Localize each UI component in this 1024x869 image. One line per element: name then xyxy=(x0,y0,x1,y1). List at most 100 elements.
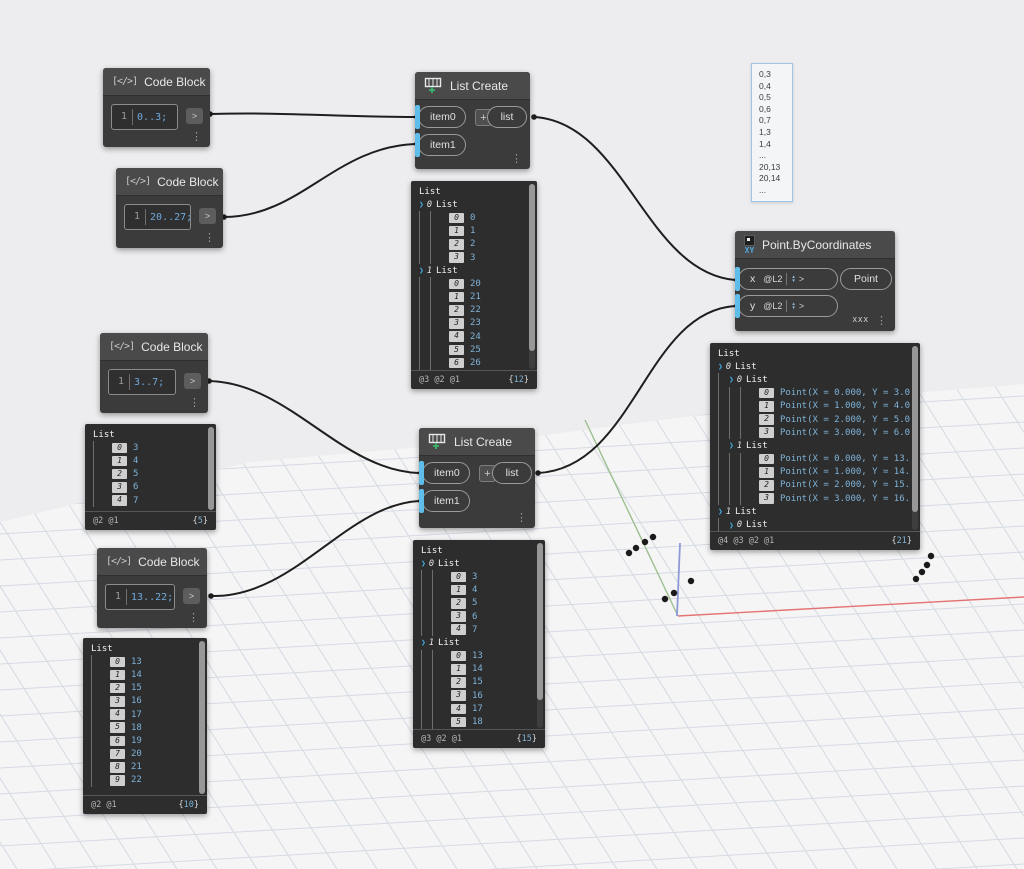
geometry-point[interactable] xyxy=(649,533,657,541)
input-connector-item0[interactable] xyxy=(419,461,424,485)
geometry-point[interactable] xyxy=(687,577,695,585)
expander-icon[interactable]: ❯ xyxy=(718,362,723,372)
input-connector-x[interactable] xyxy=(735,267,740,291)
scrollbar-thumb[interactable] xyxy=(537,543,543,700)
output-port-list[interactable]: list xyxy=(492,462,532,484)
context-menu-icon[interactable]: ⋮ xyxy=(511,153,522,165)
wire-cb1-to-lc1[interactable] xyxy=(209,112,416,118)
input-port-item1[interactable]: item1 xyxy=(422,490,470,512)
input-port-item1[interactable]: item1 xyxy=(418,134,466,156)
input-connector-y[interactable] xyxy=(735,294,740,318)
use-levels-arrow-icon[interactable]: > xyxy=(798,301,805,311)
code-editor[interactable]: 1 13..22; xyxy=(105,584,175,610)
geometry-point[interactable] xyxy=(912,575,920,583)
context-menu-icon[interactable]: ⋮ xyxy=(876,315,887,327)
node-header[interactable]: [</>] Code Block xyxy=(116,168,223,196)
expander-icon[interactable]: ❯ xyxy=(729,520,734,530)
wire-cb4-to-lc2[interactable] xyxy=(210,500,420,598)
geometry-point[interactable] xyxy=(918,568,926,576)
output-port[interactable]: > xyxy=(184,373,201,389)
input-connector-item1[interactable] xyxy=(419,489,424,513)
wire-cb2-to-lc1[interactable] xyxy=(223,143,416,218)
node-list-create-2[interactable]: List Create item0 + − list item1 ⋮ xyxy=(419,428,535,528)
lacing-stepper-icon[interactable]: ▲▼ xyxy=(791,273,796,283)
tree-guide-line xyxy=(740,399,751,413)
context-menu-icon[interactable]: ⋮ xyxy=(189,397,200,409)
code-text[interactable]: 3..7; xyxy=(134,376,165,388)
geometry-point[interactable] xyxy=(923,561,931,569)
output-port[interactable]: > xyxy=(183,588,200,604)
expander-icon[interactable]: ❯ xyxy=(729,441,734,451)
input-port-x[interactable]: x @L2 ▲▼ > xyxy=(738,268,838,290)
node-header[interactable]: List Create xyxy=(419,428,535,456)
use-levels-arrow-icon[interactable]: > xyxy=(798,274,805,284)
output-port-list[interactable]: list xyxy=(487,106,527,128)
node-header[interactable]: [</>] Code Block xyxy=(97,548,207,576)
geometry-point[interactable] xyxy=(625,549,633,557)
scrollbar-thumb[interactable] xyxy=(208,427,214,510)
node-code-block-3[interactable]: [</>] Code Block 1 3..7; > ⋮ xyxy=(100,333,208,413)
input-connector-item1[interactable] xyxy=(415,133,420,157)
item-value: 15 xyxy=(472,677,483,688)
scrollbar-thumb[interactable] xyxy=(529,184,535,351)
context-menu-icon[interactable]: ⋮ xyxy=(188,612,199,624)
node-point-bycoordinates[interactable]: XY Point.ByCoordinates x @L2 ▲▼ > Point … xyxy=(735,231,895,331)
input-port-y[interactable]: y @L2 ▲▼ > xyxy=(738,295,838,317)
code-text[interactable]: 0..3; xyxy=(137,111,168,123)
wire-cb3-to-lc2[interactable] xyxy=(208,380,420,474)
line-number: 1 xyxy=(109,374,131,390)
lacing-level-label[interactable]: @L2 xyxy=(763,301,783,311)
code-editor[interactable]: 1 3..7; xyxy=(108,369,176,395)
expander-icon[interactable]: ❯ xyxy=(421,559,426,569)
lacing-stepper-icon[interactable]: ▲▼ xyxy=(791,300,796,310)
scrollbar-thumb[interactable] xyxy=(199,641,205,794)
geometry-point[interactable] xyxy=(927,552,935,560)
geometry-point[interactable] xyxy=(670,589,678,597)
input-port-item0[interactable]: item0 xyxy=(418,106,466,128)
wire-lc1-to-point-x[interactable] xyxy=(533,116,736,281)
code-editor[interactable]: 1 20..27; xyxy=(124,204,191,230)
expander-icon[interactable]: ❯ xyxy=(419,200,424,210)
geometry-point[interactable] xyxy=(661,595,669,603)
node-code-block-1[interactable]: [</>] Code Block 1 0..3; > ⋮ xyxy=(103,68,210,147)
context-menu-icon[interactable]: ⋮ xyxy=(516,512,527,524)
input-port-item0[interactable]: item0 xyxy=(422,462,470,484)
node-header[interactable]: [</>] Code Block xyxy=(100,333,208,361)
lacing-indicator[interactable]: xxx xyxy=(852,314,869,324)
input-connector-item0[interactable] xyxy=(415,105,420,129)
expander-icon[interactable]: ❯ xyxy=(729,375,734,385)
node-code-block-2[interactable]: [</>] Code Block 1 20..27; > ⋮ xyxy=(116,168,223,248)
node-header[interactable]: List Create xyxy=(415,72,530,100)
node-header[interactable]: [</>] Code Block xyxy=(103,68,210,96)
code-text[interactable]: 20..27; xyxy=(150,211,191,223)
context-menu-icon[interactable]: ⋮ xyxy=(191,131,202,143)
code-editor[interactable]: 1 0..3; xyxy=(111,104,178,130)
code-text[interactable]: 13..22; xyxy=(131,591,174,603)
output-port-point[interactable]: Point xyxy=(840,268,892,290)
geometry-point[interactable] xyxy=(641,538,649,546)
node-code-block-4[interactable]: [</>] Code Block 1 13..22; > ⋮ xyxy=(97,548,207,628)
context-menu-icon[interactable]: ⋮ xyxy=(204,232,215,244)
scrollbar-thumb[interactable] xyxy=(912,346,918,512)
expander-icon[interactable]: ❯ xyxy=(718,507,723,517)
node-header[interactable]: XY Point.ByCoordinates xyxy=(735,231,895,259)
expander-icon[interactable]: ❯ xyxy=(419,266,424,276)
node-list-create-1[interactable]: List Create item0 + − list item1 ⋮ xyxy=(415,72,530,169)
output-port[interactable]: > xyxy=(199,208,216,224)
wire-lc2-to-point-y[interactable] xyxy=(537,305,736,474)
lacing-level-label[interactable]: @L2 xyxy=(763,274,783,284)
expander-icon[interactable]: ❯ xyxy=(421,638,426,648)
output-port[interactable]: > xyxy=(186,108,203,124)
geometry-point[interactable] xyxy=(632,544,640,552)
